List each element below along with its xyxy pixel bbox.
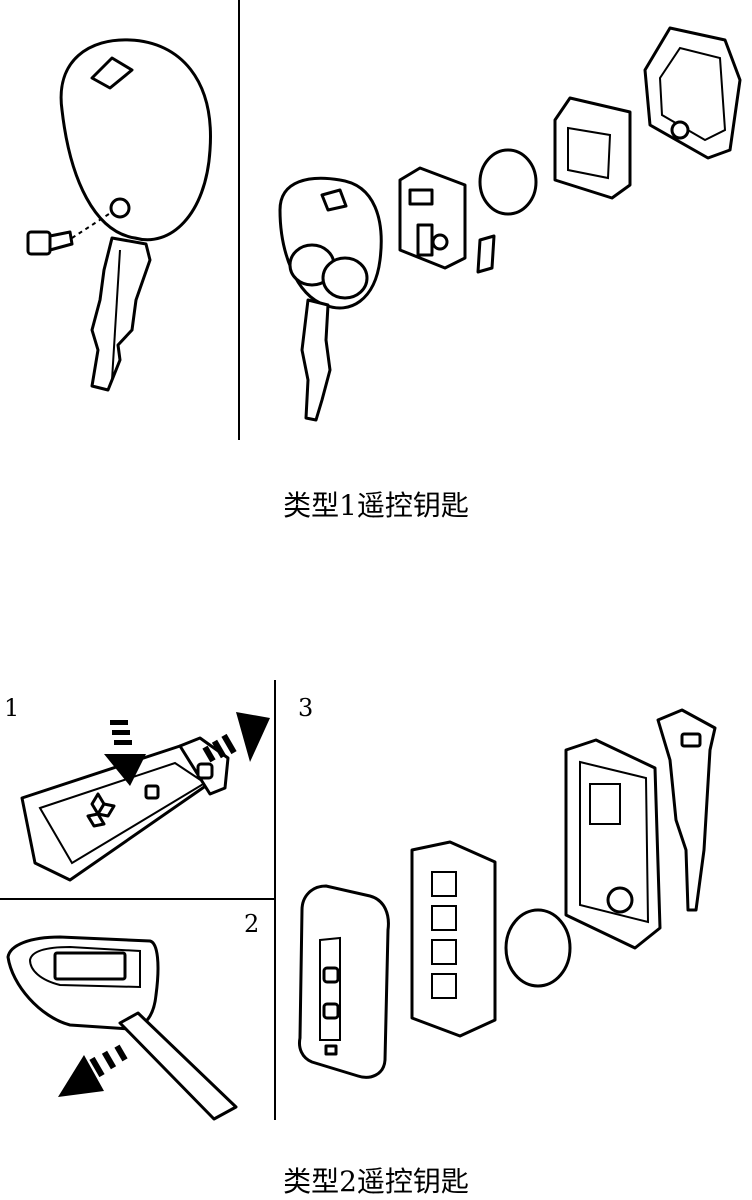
- type2-vertical-divider: [274, 680, 276, 1120]
- type2-caption: 类型2遥控钥匙: [283, 1165, 469, 1198]
- type2-horizontal-divider: [0, 898, 276, 900]
- step-3-exploded-illustration: [298, 708, 717, 1079]
- battery-icon: [478, 148, 538, 216]
- pry-direction-arrow-icon: [58, 1044, 128, 1097]
- step-2-label: 2: [244, 910, 260, 938]
- step-3-label: 3: [298, 694, 314, 722]
- lock-button-icon: [322, 966, 340, 984]
- step-1-label: 1: [4, 694, 20, 722]
- type1-assembled-key-illustration: [26, 38, 212, 392]
- step-1-illustration: [20, 712, 270, 882]
- screw-icon: [26, 230, 52, 256]
- brand-logo-icon: [86, 792, 116, 828]
- type1-caption: 类型1遥控钥匙: [283, 489, 469, 522]
- type1-divider: [238, 0, 240, 440]
- unlock-button-icon: [322, 1002, 340, 1020]
- press-down-arrow-icon: [104, 720, 146, 786]
- coin-battery-icon: [504, 908, 572, 988]
- screwdriver-icon: [118, 1011, 238, 1121]
- type1-exploded-key-illustration: [278, 26, 742, 422]
- step-2-illustration: [6, 935, 238, 1121]
- slide-out-arrow-icon: [202, 712, 270, 763]
